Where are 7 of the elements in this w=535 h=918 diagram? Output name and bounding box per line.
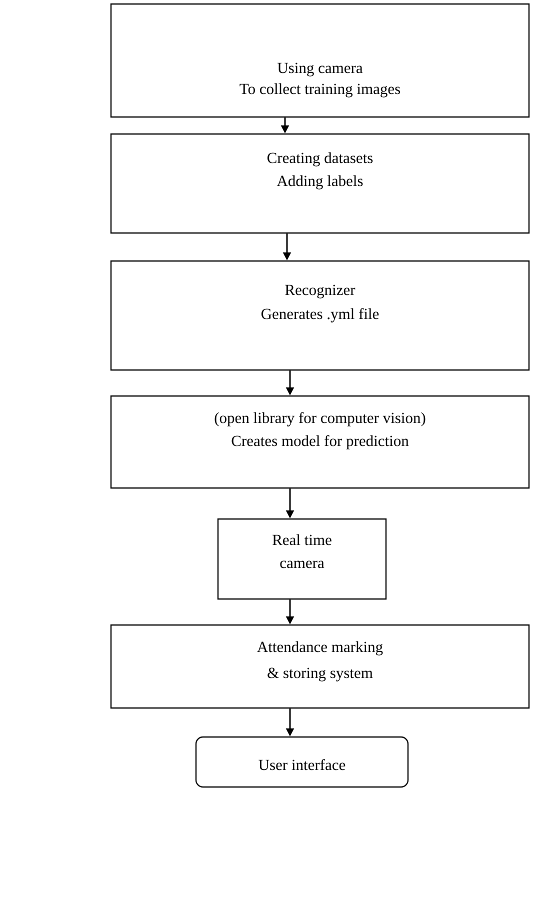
process-box: (open library for computer vision) Creates model for prediction — [110, 395, 530, 489]
process-box: User interface — [195, 736, 409, 788]
process-box: Using camera To collect training images — [110, 3, 530, 118]
process-box: Creating datasets Adding labels — [110, 133, 530, 234]
process-box: Real time camera — [217, 518, 387, 600]
process-box: Attendance marking & storing system — [110, 624, 530, 709]
process-box: Recognizer Generates .yml file — [110, 260, 530, 371]
